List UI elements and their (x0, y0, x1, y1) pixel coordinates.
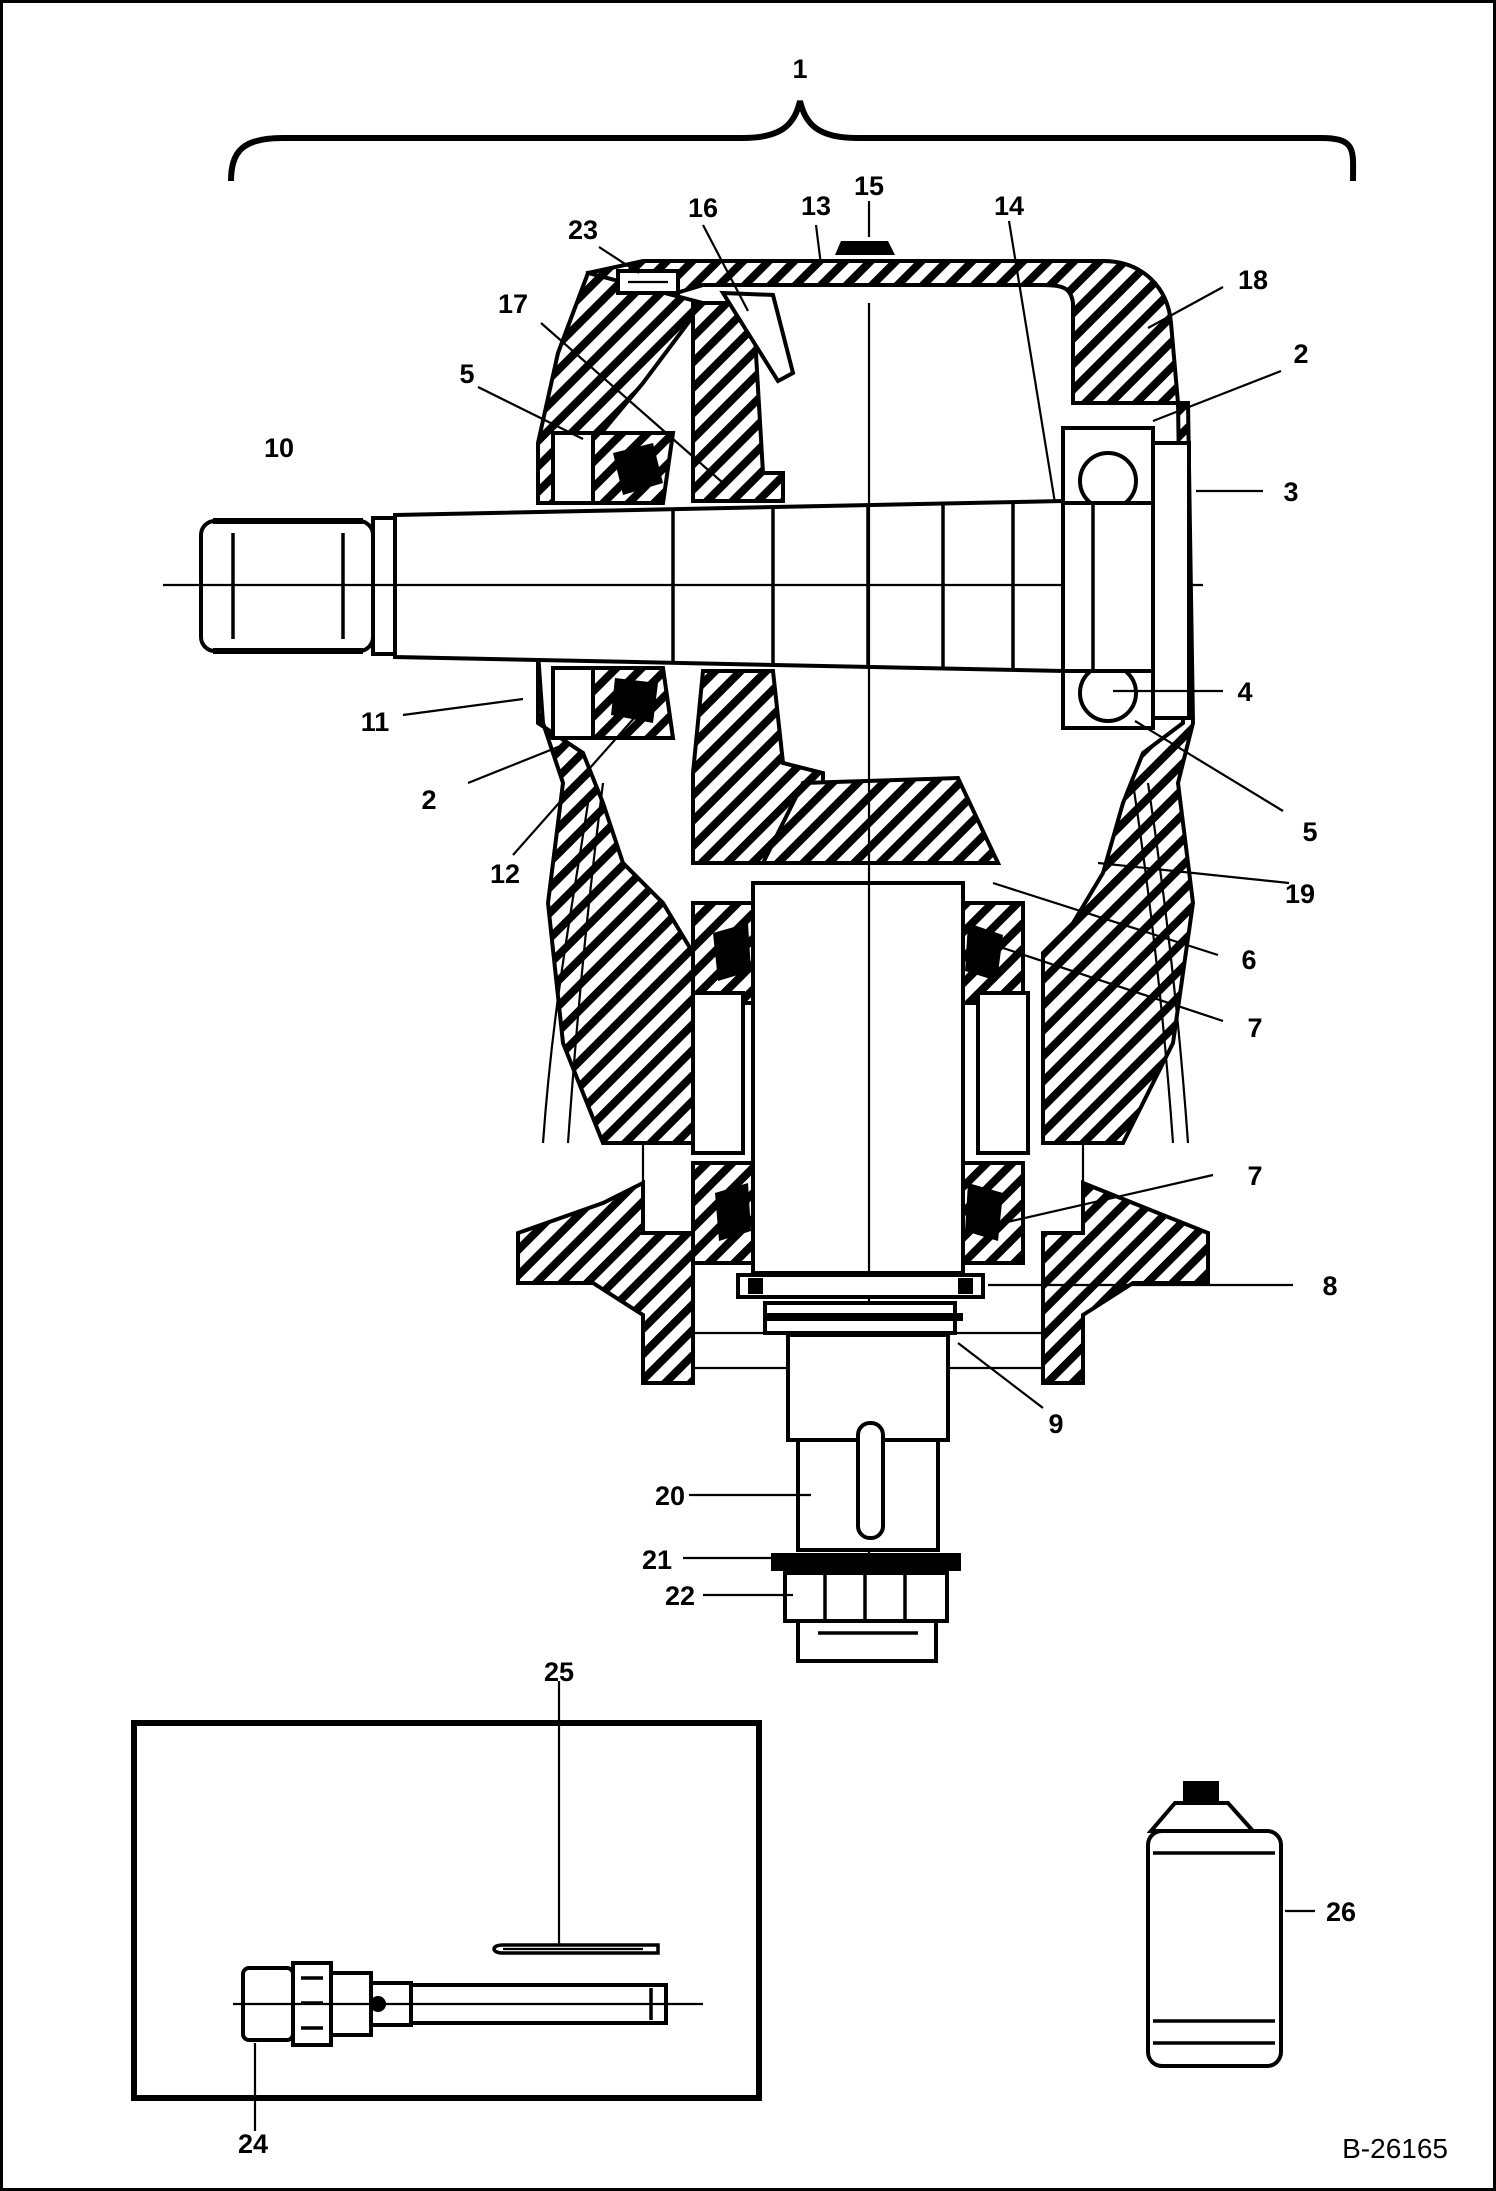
callout-12: 12 (490, 859, 520, 889)
callout-19: 19 (1285, 879, 1315, 909)
callout-23: 23 (568, 215, 598, 245)
callout-2-left: 2 (421, 785, 436, 815)
callout-11: 11 (361, 707, 390, 737)
callout-1: 1 (792, 54, 807, 84)
callout-7-lower: 7 (1247, 1161, 1262, 1191)
callout-8: 8 (1322, 1271, 1337, 1301)
input-bearing-right (1061, 426, 1191, 730)
callout-4: 4 (1237, 677, 1252, 707)
callout-25: 25 (544, 1657, 574, 1687)
callout-5-right: 5 (1302, 817, 1317, 847)
fill-plug (835, 241, 895, 255)
callout-20: 20 (655, 1481, 685, 1511)
figure-id: B-26165 (1342, 2133, 1448, 2164)
hardware-kit-box (131, 1720, 762, 2101)
callout-17: 17 (498, 289, 528, 319)
assembly-brace (228, 100, 1357, 182)
bevel-gear (759, 775, 1002, 865)
callout-9: 9 (1048, 1409, 1063, 1439)
input-bearing-left (551, 431, 676, 740)
callout-26: 26 (1326, 1897, 1356, 1927)
callout-13: 13 (801, 191, 831, 221)
gearbox-exploded-diagram: 1 23 16 13 15 14 18 17 2 5 10 3 4 11 2 5… (131, 54, 1448, 2164)
callout-22: 22 (665, 1581, 695, 1611)
input-shaft (163, 498, 1203, 674)
callout-3: 3 (1283, 477, 1298, 507)
callout-16: 16 (688, 193, 718, 223)
callout-5-left: 5 (459, 359, 474, 389)
output-shaft (691, 303, 1030, 1663)
callout-2-right: 2 (1293, 339, 1308, 369)
callout-18: 18 (1238, 265, 1268, 295)
callout-10: 10 (264, 433, 294, 463)
callout-24: 24 (238, 2129, 268, 2159)
gear-oil-bottle (1146, 1781, 1283, 2068)
callout-7-upper: 7 (1247, 1013, 1262, 1043)
pinion-tooth (719, 290, 796, 384)
cotter-pin (492, 1943, 660, 1955)
callout-6: 6 (1241, 945, 1256, 975)
callout-21: 21 (642, 1545, 672, 1575)
callout-15: 15 (854, 171, 884, 201)
bolt-assembly (233, 1961, 703, 2047)
leader-lines (253, 201, 1315, 2131)
callout-14: 14 (994, 191, 1024, 221)
gearbox-housing (516, 259, 1210, 1385)
